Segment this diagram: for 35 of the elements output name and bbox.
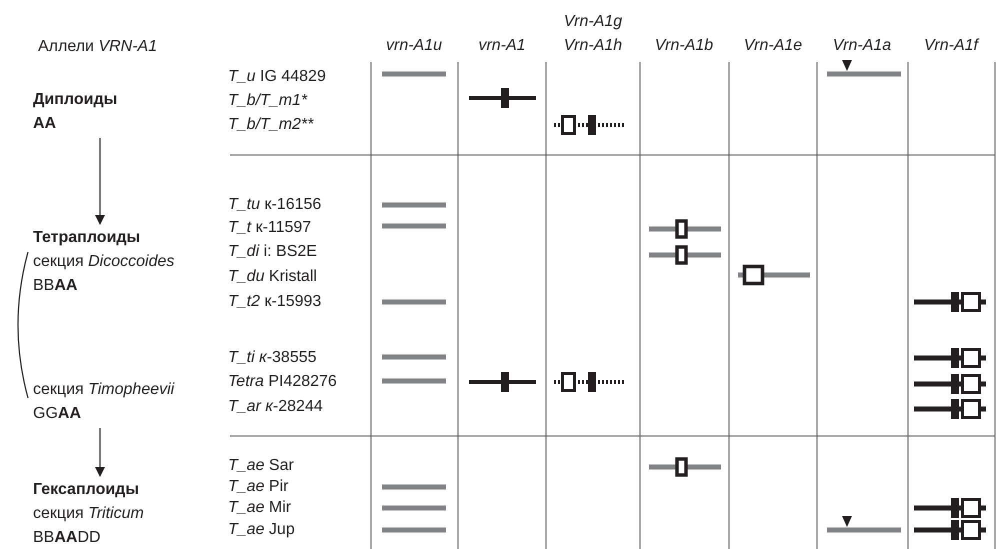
row-label: T_ae Pir xyxy=(228,477,288,497)
row-label: T_ti к-38555 xyxy=(228,348,317,368)
section-name: секция Triticum xyxy=(33,504,144,524)
group-heading: Диплоиды xyxy=(33,90,118,110)
group-heading: Тетраплоиды xyxy=(33,228,140,248)
row-label: T_ae Mir xyxy=(228,498,292,518)
column-header: Vrn-A1e xyxy=(742,36,804,56)
genome-formula: BBAA xyxy=(33,276,78,296)
row-label: T_b/T_m2** xyxy=(228,115,314,135)
column-header: vrn-A1u xyxy=(384,36,444,56)
row-label: T_ar к-28244 xyxy=(228,397,323,417)
row-label: T_du Kristall xyxy=(228,267,317,287)
genome-formula: BBAADD xyxy=(33,528,101,548)
arrow xyxy=(95,138,105,225)
table-title: Аллели VRN-A1 xyxy=(38,37,158,57)
column-header: Vrn-A1f xyxy=(923,36,980,56)
column-header: Vrn-A1a xyxy=(832,36,892,56)
column-header: vrn-A1 xyxy=(477,36,527,56)
row-label: T_ae Sar xyxy=(228,456,294,476)
row-label: T_u IG 44829 xyxy=(228,67,326,87)
row-label: T_tu к-16156 xyxy=(228,195,322,215)
row-label: T_ae Jup xyxy=(228,520,295,540)
column-header: Vrn-A1g Vrn-A1h xyxy=(562,12,624,56)
row-label: T_t к-11597 xyxy=(228,218,312,238)
arrow xyxy=(95,428,105,477)
row-label: Tetra PI428276 xyxy=(228,372,337,392)
row-label: T_b/T_m1* xyxy=(228,91,308,111)
column-header: Vrn-A1b xyxy=(654,36,714,56)
section-name: секция Timopheevii xyxy=(33,380,174,400)
row-label: T_di i: BS2E xyxy=(228,242,317,262)
group-heading: Гексаплоиды xyxy=(33,480,139,500)
genome-formula: GGAA xyxy=(33,404,81,424)
genome-formula: AA xyxy=(33,114,56,134)
row-label: T_t2 к-15993 xyxy=(228,292,322,312)
section-name: секция Dicoccoides xyxy=(33,252,174,272)
